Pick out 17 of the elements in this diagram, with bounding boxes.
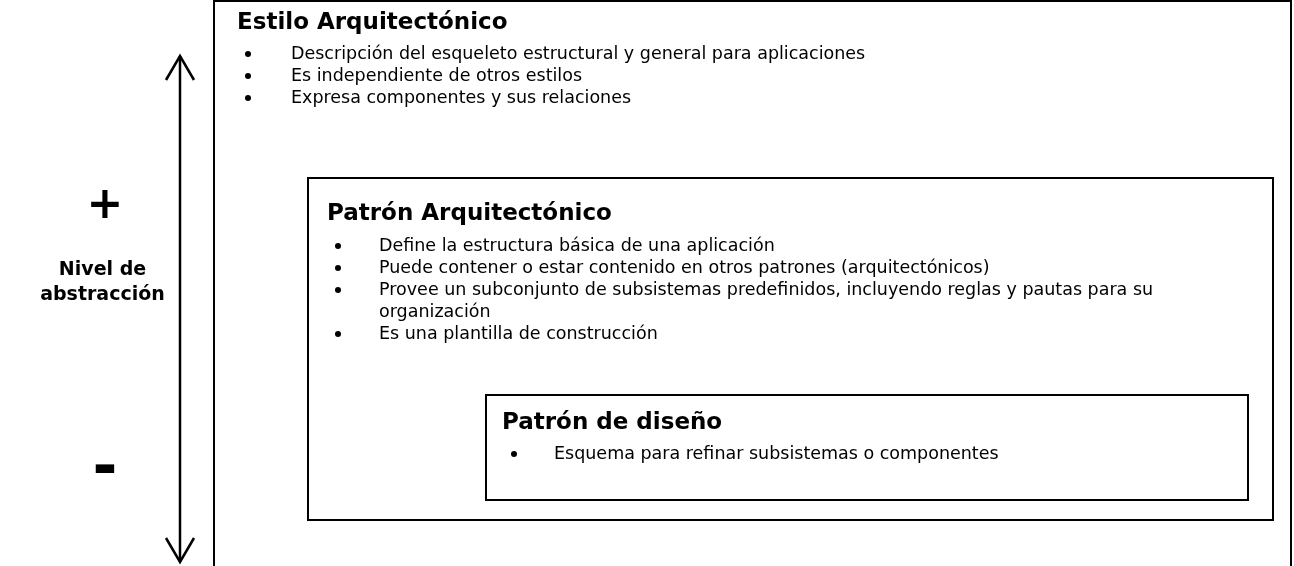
box-heading: Patrón Arquitectónico xyxy=(327,199,612,225)
sign-label: + xyxy=(85,178,125,228)
sign-label: - xyxy=(91,435,119,495)
box-heading: Patrón de diseño xyxy=(502,408,723,434)
content-box xyxy=(213,0,1292,566)
bullet-text: Provee un subconjunto de subsistemas predefinidos, incluyendo reglas y pautas para su organización xyxy=(379,278,1155,322)
bullet-text: Define la estructura básica de una aplicación xyxy=(379,234,776,256)
box-heading: Estilo Arquitectónico xyxy=(237,8,508,34)
content-box xyxy=(307,177,1274,521)
bullet-text: Esquema para refinar subsistemas o componentes xyxy=(554,442,1000,464)
bullet-text: Es una plantilla de construcción xyxy=(379,322,659,344)
content-box xyxy=(485,394,1249,501)
axis-label: Nivel de abstracción xyxy=(39,256,166,306)
bullet-text: Es independiente de otros estilos xyxy=(291,64,584,86)
bullet-text: Puede contener o estar contenido en otros patrones (arquitectónicos) xyxy=(379,256,991,278)
bullet-text: Descripción del esqueleto estructural y general para aplicaciones xyxy=(291,42,867,64)
bullet-text: Expresa componentes y sus relaciones xyxy=(291,86,633,108)
